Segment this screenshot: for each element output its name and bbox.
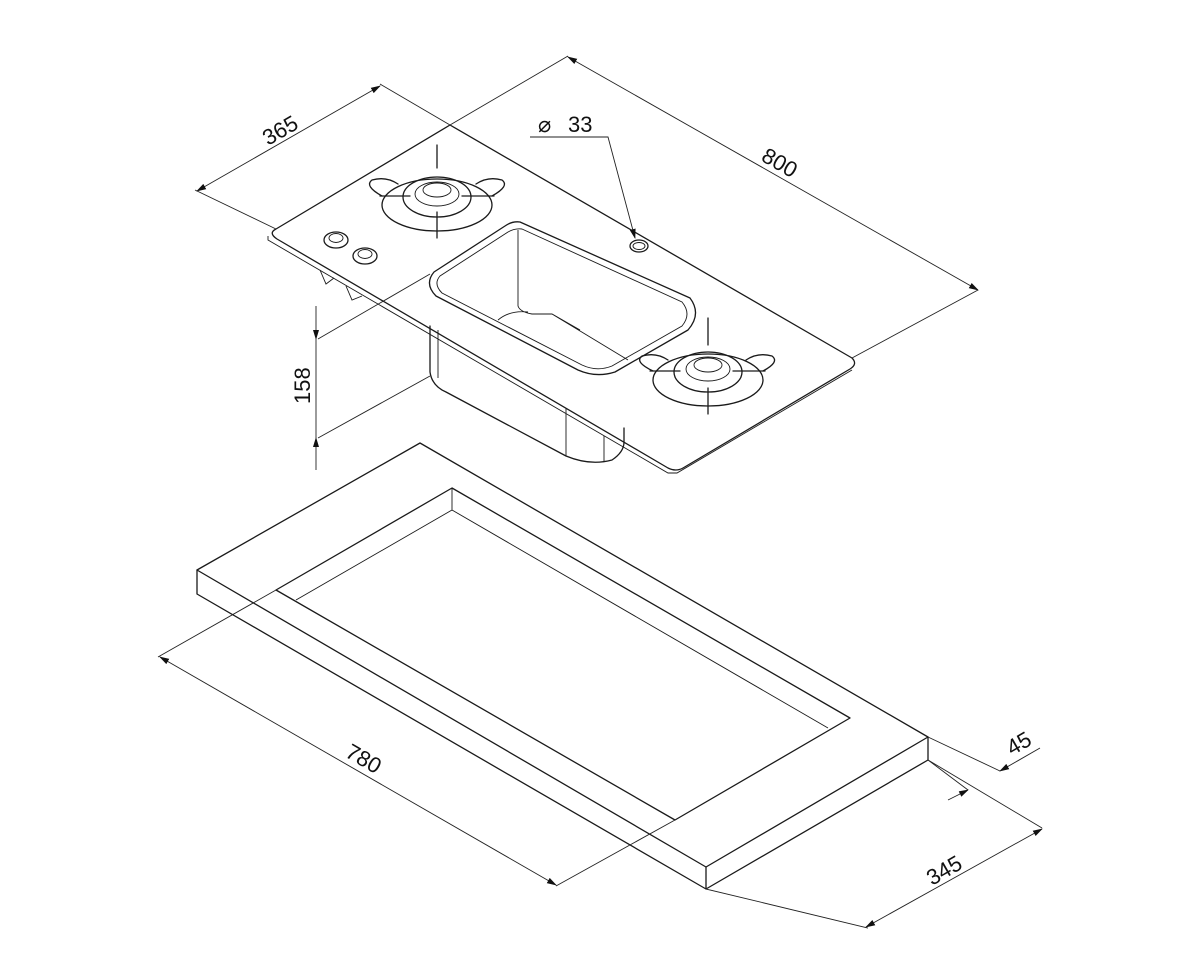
hob-top-plate (271, 124, 856, 471)
label-365: 365 (258, 110, 302, 150)
label-345: 345 (922, 850, 966, 890)
control-knobs (319, 231, 378, 301)
dimension-hole-leader (530, 136, 636, 239)
label-780: 780 (342, 739, 386, 779)
dimension-345 (705, 759, 1043, 929)
dimension-158 (313, 273, 431, 470)
dimension-780 (157, 589, 676, 887)
worktop-cutout-depth (295, 488, 829, 729)
worktop-top (196, 442, 929, 868)
label-45: 45 (1002, 726, 1036, 760)
worktop (196, 442, 929, 890)
hob-sink-unit (267, 124, 856, 474)
dimension-45 (927, 736, 1041, 801)
sink-basin-exterior (429, 325, 625, 463)
label-33: 33 (568, 112, 592, 137)
sink-opening-inner (436, 228, 688, 370)
hob-plate-thickness (267, 236, 853, 474)
label-800: 800 (758, 143, 802, 183)
label-diameter-symbol: ⌀ (538, 112, 551, 137)
dimension-800 (449, 55, 979, 359)
sink-basin-inner (497, 230, 629, 361)
sink-opening (428, 221, 697, 376)
sink-basin-edge (437, 330, 605, 462)
burner-right (639, 317, 776, 415)
worktop-thickness (196, 569, 929, 890)
dimension-365 (194, 83, 451, 230)
label-158: 158 (290, 367, 315, 404)
burner-left (368, 144, 506, 239)
